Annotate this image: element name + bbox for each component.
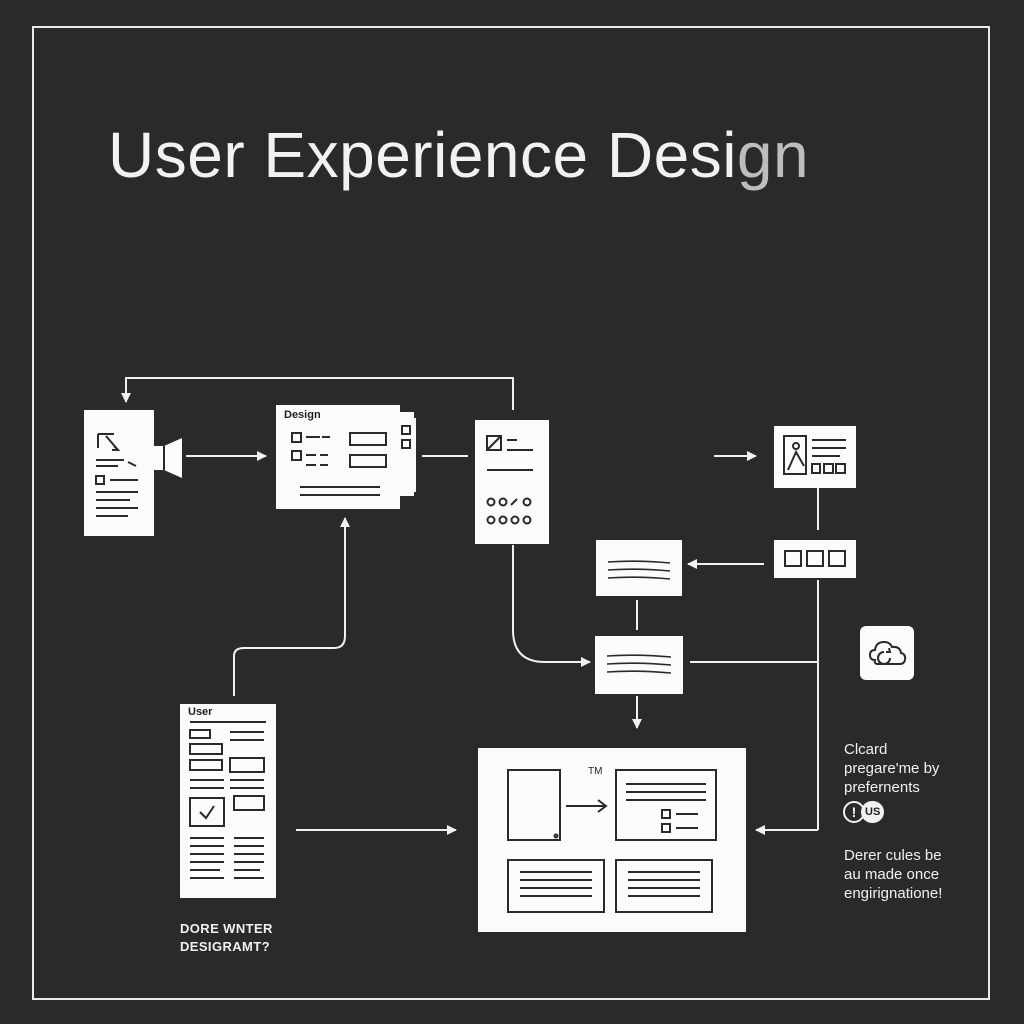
note1-line-2: pregare'me by: [844, 760, 940, 777]
caption-line-1: DORE WNTER: [180, 921, 273, 936]
outer-frame: [32, 26, 990, 1000]
notes-box-node: [596, 540, 682, 596]
mobile-glyphs: [486, 435, 533, 525]
caption-line-2: DESIGRAMT?: [180, 939, 270, 954]
document-glyphs: [95, 433, 138, 517]
note2-line-1: Derer cules be: [844, 847, 942, 864]
arrow-mobile-to-middle: [512, 545, 591, 667]
user-badge: ! US: [843, 800, 885, 824]
user-document-node: User: [180, 704, 276, 898]
bottom-caption: DORE WNTER DESIGRAMT?: [180, 920, 273, 956]
mobile-screen-node: [475, 420, 549, 544]
profile-card-node: [774, 426, 856, 488]
image-icon: [783, 435, 846, 475]
title-main: User Experience Desi: [108, 119, 737, 191]
button-group-node: [774, 540, 856, 578]
layout-tm-label: TM: [588, 766, 603, 777]
user-document-glyphs: [189, 721, 266, 879]
diagram-title: User Experience Design: [108, 118, 809, 192]
title-tail: gn: [736, 119, 810, 191]
checkbox-icon: [199, 805, 215, 820]
cloud-sync-badge: [860, 626, 914, 680]
note1-line-3: prefernents: [844, 779, 920, 796]
process-glyphs: [606, 654, 672, 674]
design-screen-side-icons: [401, 425, 411, 449]
button-group-glyphs: [784, 550, 846, 567]
annotation-note-1: Clcard pregare'me by prefernents: [844, 740, 939, 797]
note1-line-1: Clcard: [844, 741, 888, 758]
process-box-node: [595, 636, 683, 694]
design-screen-front: Design: [276, 405, 400, 509]
design-screen-label: Design: [284, 409, 321, 421]
user-document-label: User: [188, 706, 213, 718]
note2-line-3: engirignatione!: [844, 885, 943, 902]
annotation-note-2: Derer cules be au made once engirignatio…: [844, 846, 942, 903]
loop-connector: [121, 377, 514, 410]
user-badge-chip: US: [861, 801, 885, 823]
layout-canvas-glyphs: [507, 769, 717, 913]
cloud-sync-icon: [868, 640, 907, 665]
layout-canvas-node: TM: [478, 748, 746, 932]
document-node: [84, 410, 154, 536]
design-screen-glyphs: [291, 432, 387, 496]
note2-line-2: au made once: [844, 866, 940, 883]
notes-glyphs: [607, 560, 671, 580]
arrow-user-to-design: [233, 517, 350, 696]
speaker-icon: [154, 438, 182, 478]
